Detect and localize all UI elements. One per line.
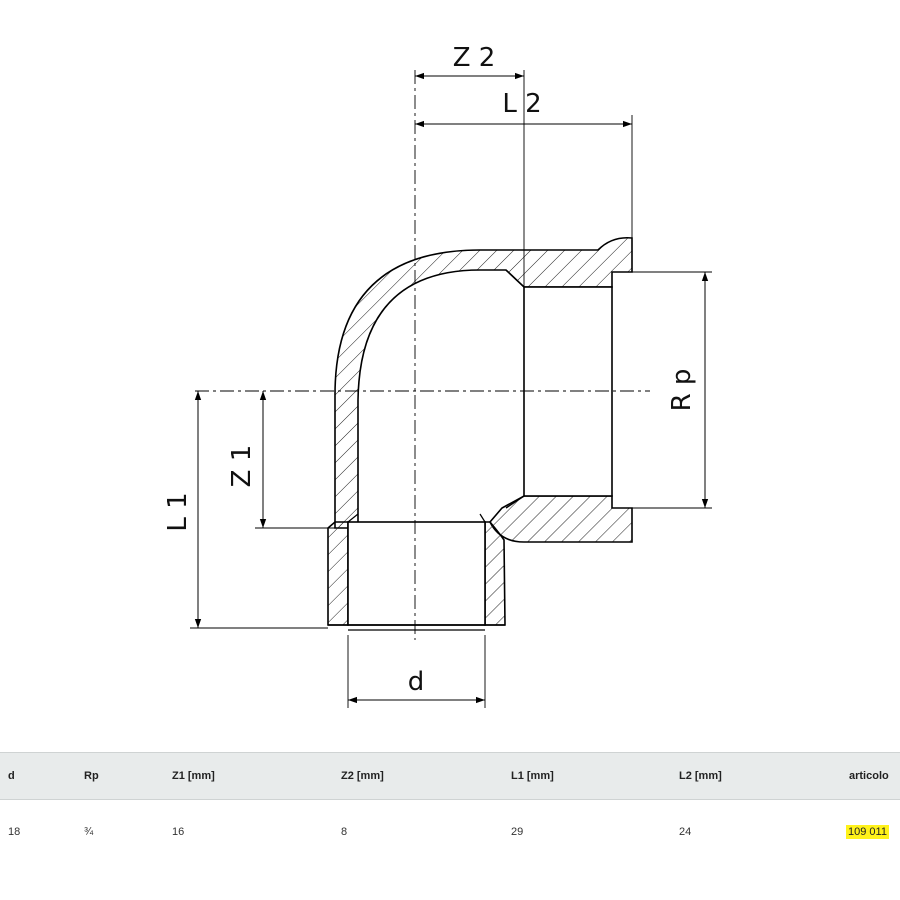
header-l2: L2 [mm] <box>679 770 722 782</box>
table-row: 18 ¾ 16 8 29 24 109 011 <box>0 818 900 846</box>
d-label: d <box>408 667 425 697</box>
bottom-socket-bore <box>347 521 486 626</box>
socket-right-wall <box>484 521 506 626</box>
header-z2: Z2 [mm] <box>341 770 384 782</box>
l1-label: L 1 <box>163 492 193 531</box>
table-header-row: d Rp Z1 [mm] Z2 [mm] L1 [mm] L2 [mm] art… <box>0 752 900 800</box>
z2-label: Z 2 <box>453 43 496 73</box>
cell-l2: 24 <box>679 826 692 838</box>
right-socket-bore <box>523 286 613 497</box>
elbow-outer-wall <box>334 236 633 529</box>
header-z1: Z1 [mm] <box>172 770 215 782</box>
rp-label: R p <box>667 369 697 412</box>
l2-label: L 2 <box>502 89 541 119</box>
cell-rp: ¾ <box>84 826 94 838</box>
technical-drawing: Z 2 L 2 R p Z 1 L 1 d <box>163 43 712 708</box>
article-number-highlight[interactable]: 109 011 <box>846 825 889 839</box>
cell-articolo[interactable]: 109 011 <box>846 818 889 846</box>
elbow-branch-wall <box>489 495 633 543</box>
header-rp: Rp <box>84 770 99 782</box>
cell-z1: 16 <box>172 826 185 838</box>
header-d: d <box>8 770 15 782</box>
cell-z2: 8 <box>341 826 348 838</box>
socket-left-wall <box>327 521 349 626</box>
header-l1: L1 [mm] <box>511 770 554 782</box>
cell-d: 18 <box>8 826 21 838</box>
header-articolo: articolo <box>849 770 889 782</box>
z1-label: Z 1 <box>227 445 257 488</box>
cell-l1: 29 <box>511 826 524 838</box>
